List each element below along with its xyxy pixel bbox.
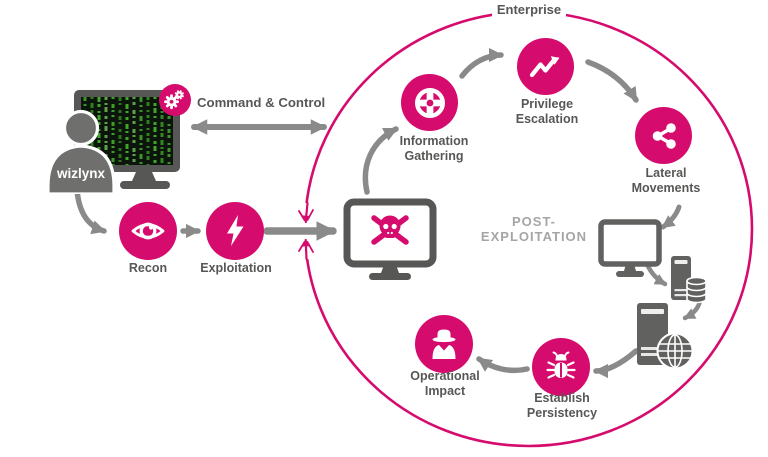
- internal-monitor: [598, 219, 662, 277]
- stage-node-operational-impact: [415, 315, 473, 373]
- breach-arrows: [298, 201, 314, 261]
- breach-feathers-top: [298, 209, 314, 221]
- arrow-server-to-persistency: [593, 348, 639, 379]
- internal-monitor-neck: [624, 264, 636, 271]
- enterprise-label: Enterprise: [496, 2, 562, 17]
- attacker-head: [62, 109, 100, 147]
- bug-icon: [546, 351, 576, 379]
- attacker-monitor-neck: [132, 172, 156, 181]
- arrow-target-to-information-gathering: [362, 126, 399, 195]
- scope-gear-icon: [414, 87, 445, 118]
- privilege-escalation-label: Privilege Escalation: [515, 97, 579, 126]
- gears-icon: [164, 90, 184, 110]
- internal-monitor-frame: [598, 219, 662, 267]
- server-with-globe: [637, 303, 694, 370]
- database-cylinder-icon: [686, 276, 707, 304]
- establish-persistency-label: Establish Persistency: [526, 391, 598, 420]
- attacker-workstation: wizlynx: [46, 90, 180, 194]
- arrow-persistency-to-impact: [476, 356, 530, 374]
- gear-small: [174, 90, 184, 100]
- breach-feathers-bottom: [298, 241, 314, 253]
- arrow-information-to-privilege: [459, 47, 504, 79]
- lateral-movements-label: Lateral Movements: [631, 166, 701, 195]
- attacker-monitor-base: [120, 181, 170, 189]
- internal-monitor-base: [616, 271, 644, 277]
- breach-arrow-bottom: [302, 238, 310, 261]
- operational-impact-label: Operational Impact: [410, 369, 480, 398]
- command-and-control-label: Command & Control: [197, 95, 326, 110]
- globe-icon: [656, 332, 694, 370]
- gear-large: [164, 94, 179, 110]
- flow-arrows: [74, 47, 703, 379]
- breach-arrow-top: [302, 201, 311, 224]
- recon-label: Recon: [128, 261, 168, 275]
- information-gathering-label: Information Gathering: [399, 134, 469, 163]
- eye-icon: [131, 222, 165, 240]
- post-exploitation-phase-label: POST- EXPLOITATION: [480, 214, 588, 245]
- exploitation-label: Exploitation: [200, 261, 272, 275]
- boundary-gap-top: [492, 0, 566, 24]
- stage-node-exploitation: [206, 202, 264, 260]
- compromised-monitor: [343, 198, 437, 280]
- arrow-attacker-to-recon: [74, 187, 107, 235]
- arrow-lateral-to-monitor: [660, 204, 682, 230]
- skull-crossbones-icon: [371, 215, 409, 245]
- server-with-database: [671, 256, 707, 304]
- stage-node-recon: [119, 202, 177, 260]
- stage-node-establish-persistency: [532, 338, 590, 396]
- lightning-icon: [227, 215, 244, 246]
- attacker-body: [46, 144, 116, 194]
- trend-up-icon: [529, 56, 560, 78]
- attacker-name-label: wizlynx: [56, 166, 106, 181]
- compromised-monitor-neck: [381, 265, 399, 273]
- share-icon: [652, 122, 676, 149]
- stage-node-lateral-movements: [635, 107, 692, 164]
- command-and-control-badge: [159, 84, 191, 116]
- stage-node-information-gathering: [401, 74, 458, 131]
- compromised-monitor-base: [369, 273, 411, 280]
- spy-icon: [432, 329, 456, 359]
- arrow-privilege-to-lateral: [585, 59, 639, 103]
- stage-node-privilege-escalation: [517, 38, 574, 95]
